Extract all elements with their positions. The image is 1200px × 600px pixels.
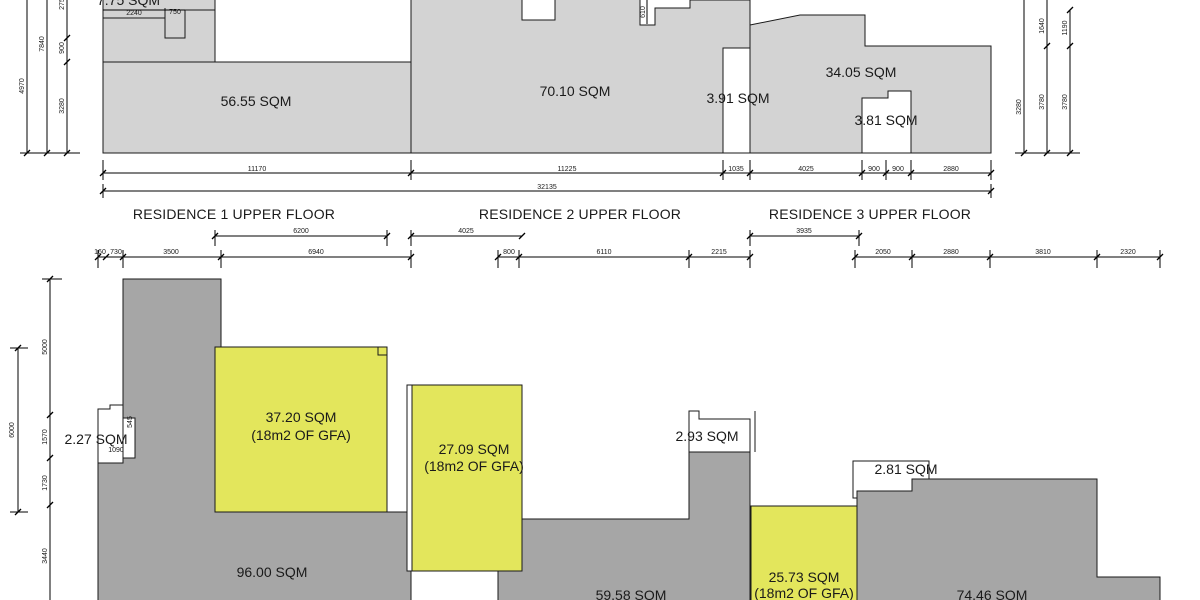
- upper-dim-left-900: 900: [59, 42, 66, 54]
- ground-dim-top-6940: 6940: [308, 249, 324, 256]
- res3-upper-main-area-label: 34.05 SQM: [826, 64, 897, 80]
- res2-upper-side-area-label: 3.91 SQM: [706, 90, 769, 106]
- ground-dims-top-row2: [94, 250, 1164, 268]
- ground-dim-top-800: 800: [503, 249, 515, 256]
- upper-dims-left: [20, 0, 80, 157]
- ground-floor-plans: 37.20 SQM (18m2 OF GFA) 27.09 SQM (18m2 …: [9, 228, 1164, 600]
- res3-upper-small-room: [861, 90, 912, 154]
- upper-dim-left-3280: 3280: [59, 98, 66, 114]
- res1-gfa-area-label: 37.20 SQM: [266, 409, 337, 425]
- res3-gfa-zone: [750, 505, 858, 600]
- ground-dim-top-3935: 3935: [796, 228, 812, 235]
- res2-gfa-wall-strip: [406, 384, 413, 572]
- upper-dim-right-3780a: 3780: [1039, 94, 1046, 110]
- res1-ground-main-area-label: 96.00 SQM: [237, 564, 308, 580]
- res1-gfa-corner-mark: [377, 346, 388, 356]
- upper-dim-right-1640: 1640: [1039, 18, 1046, 34]
- res1-upper-floor-shape: [102, 0, 412, 154]
- res3-ground-small-room: [852, 460, 930, 499]
- ground-dim-left-1570: 1570: [42, 429, 49, 445]
- ground-dim-inner-545: 545: [127, 416, 134, 428]
- ground-dim-top-6110: 6110: [596, 249, 611, 256]
- ground-dim-top-6200: 6200: [293, 228, 309, 235]
- res2-gfa-note-label: (18m2 OF GFA): [424, 458, 524, 474]
- ground-dims-left: [10, 275, 62, 600]
- res1-ground-small-room: [97, 404, 124, 464]
- res2-gfa-zone: [411, 384, 523, 572]
- res3-gfa-note-label: (18m2 OF GFA): [754, 585, 854, 600]
- res1-ground-small-area-label: 2.27 SQM: [64, 431, 127, 447]
- ground-dim-top-2215: 2215: [711, 249, 727, 256]
- res3-ground-main-area-label: 74.46 SQM: [957, 587, 1028, 600]
- upper-dim-left-4970: 4970: [19, 78, 26, 94]
- ground-dim-left-5000: 5000: [42, 339, 49, 355]
- ground-dims-top-row1: [211, 230, 863, 246]
- upper-dim-bottom-900b: 900: [892, 166, 904, 173]
- res2-ground-small-area-label: 2.93 SQM: [675, 428, 738, 444]
- upper-dim-right-3280: 3280: [1016, 99, 1023, 115]
- upper-dim-bottom-2880: 2880: [943, 166, 959, 173]
- upper-dim-ticks-row1: [99, 160, 995, 180]
- upper-dim-bottom-total: 32135: [537, 184, 557, 191]
- ground-dim-top-160: 160: [94, 249, 106, 256]
- ground-dim-top-2320: 2320: [1120, 249, 1136, 256]
- upper-dim-top-2240: 2240: [126, 10, 142, 17]
- res3-ground-floor-shape: [856, 478, 1161, 600]
- res2-gfa-area-label: 27.09 SQM: [439, 441, 510, 457]
- res1-gfa-note-label: (18m2 OF GFA): [251, 427, 351, 443]
- ground-dim-top-2880: 2880: [943, 249, 959, 256]
- upper-dim-top-750: 750: [169, 9, 181, 16]
- res3-upper-title: RESIDENCE 3 UPPER FLOOR: [769, 206, 971, 222]
- res3-upper-floor-shape: [749, 14, 992, 154]
- upper-dim-top-610: 610: [640, 6, 647, 18]
- res2-upper-floor-shape: [410, 0, 751, 154]
- upper-dim-bottom-1035: 1035: [728, 166, 744, 173]
- upper-dim-bottom-4025: 4025: [798, 166, 814, 173]
- ground-dim-left-1730: 1730: [42, 475, 49, 491]
- res2-upper-main-area-label: 70.10 SQM: [540, 83, 611, 99]
- upper-dims-right: [1015, 0, 1080, 157]
- res2-upper-title: RESIDENCE 2 UPPER FLOOR: [479, 206, 681, 222]
- ground-dim-left-6000: 6000: [9, 422, 16, 438]
- ground-dim-top-730: 730: [110, 249, 122, 256]
- res2-ground-main-area-label: 59.58 SQM: [596, 587, 667, 600]
- upper-dim-left-275: 275: [59, 0, 66, 10]
- res3-ground-small-area-label: 2.81 SQM: [874, 461, 937, 477]
- res2-ground-small-room: [688, 410, 751, 453]
- upper-dim-left-7840: 7840: [39, 36, 46, 52]
- res3-upper-small-area-label: 3.81 SQM: [854, 112, 917, 128]
- ground-dim-left-3440: 3440: [42, 548, 49, 564]
- upper-dim-bottom-11225: 11225: [558, 166, 577, 173]
- res1-upper-title: RESIDENCE 1 UPPER FLOOR: [133, 206, 335, 222]
- ground-dim-top-4025: 4025: [458, 228, 474, 235]
- res1-upper-main-area-label: 56.55 SQM: [221, 93, 292, 109]
- upper-dim-right-3780b: 3780: [1062, 94, 1069, 110]
- res1-gfa-zone: [214, 346, 388, 513]
- res3-gfa-area-label: 25.73 SQM: [769, 569, 840, 585]
- upper-dim-right-1190: 1190: [1062, 20, 1069, 35]
- upper-dim-bottom-900a: 900: [868, 166, 880, 173]
- res2-ground-floor-shape: [497, 451, 751, 600]
- upper-dim-bottom-11170: 11170: [248, 166, 267, 173]
- ground-dim-inner-1090: 1090: [108, 447, 124, 454]
- res2-upper-void: [722, 47, 751, 154]
- upper-floor-plans: 7.75 SQM 56.55 SQM 70.10 SQM 3.91 SQM 34…: [19, 0, 1080, 222]
- ground-dim-top-3810: 3810: [1035, 249, 1051, 256]
- res1-upper-small-area-label: 7.75 SQM: [97, 0, 160, 8]
- res1-ground-small-inset: [122, 417, 136, 459]
- ground-dim-top-2050: 2050: [875, 249, 891, 256]
- ground-dim-top-3500: 3500: [163, 249, 179, 256]
